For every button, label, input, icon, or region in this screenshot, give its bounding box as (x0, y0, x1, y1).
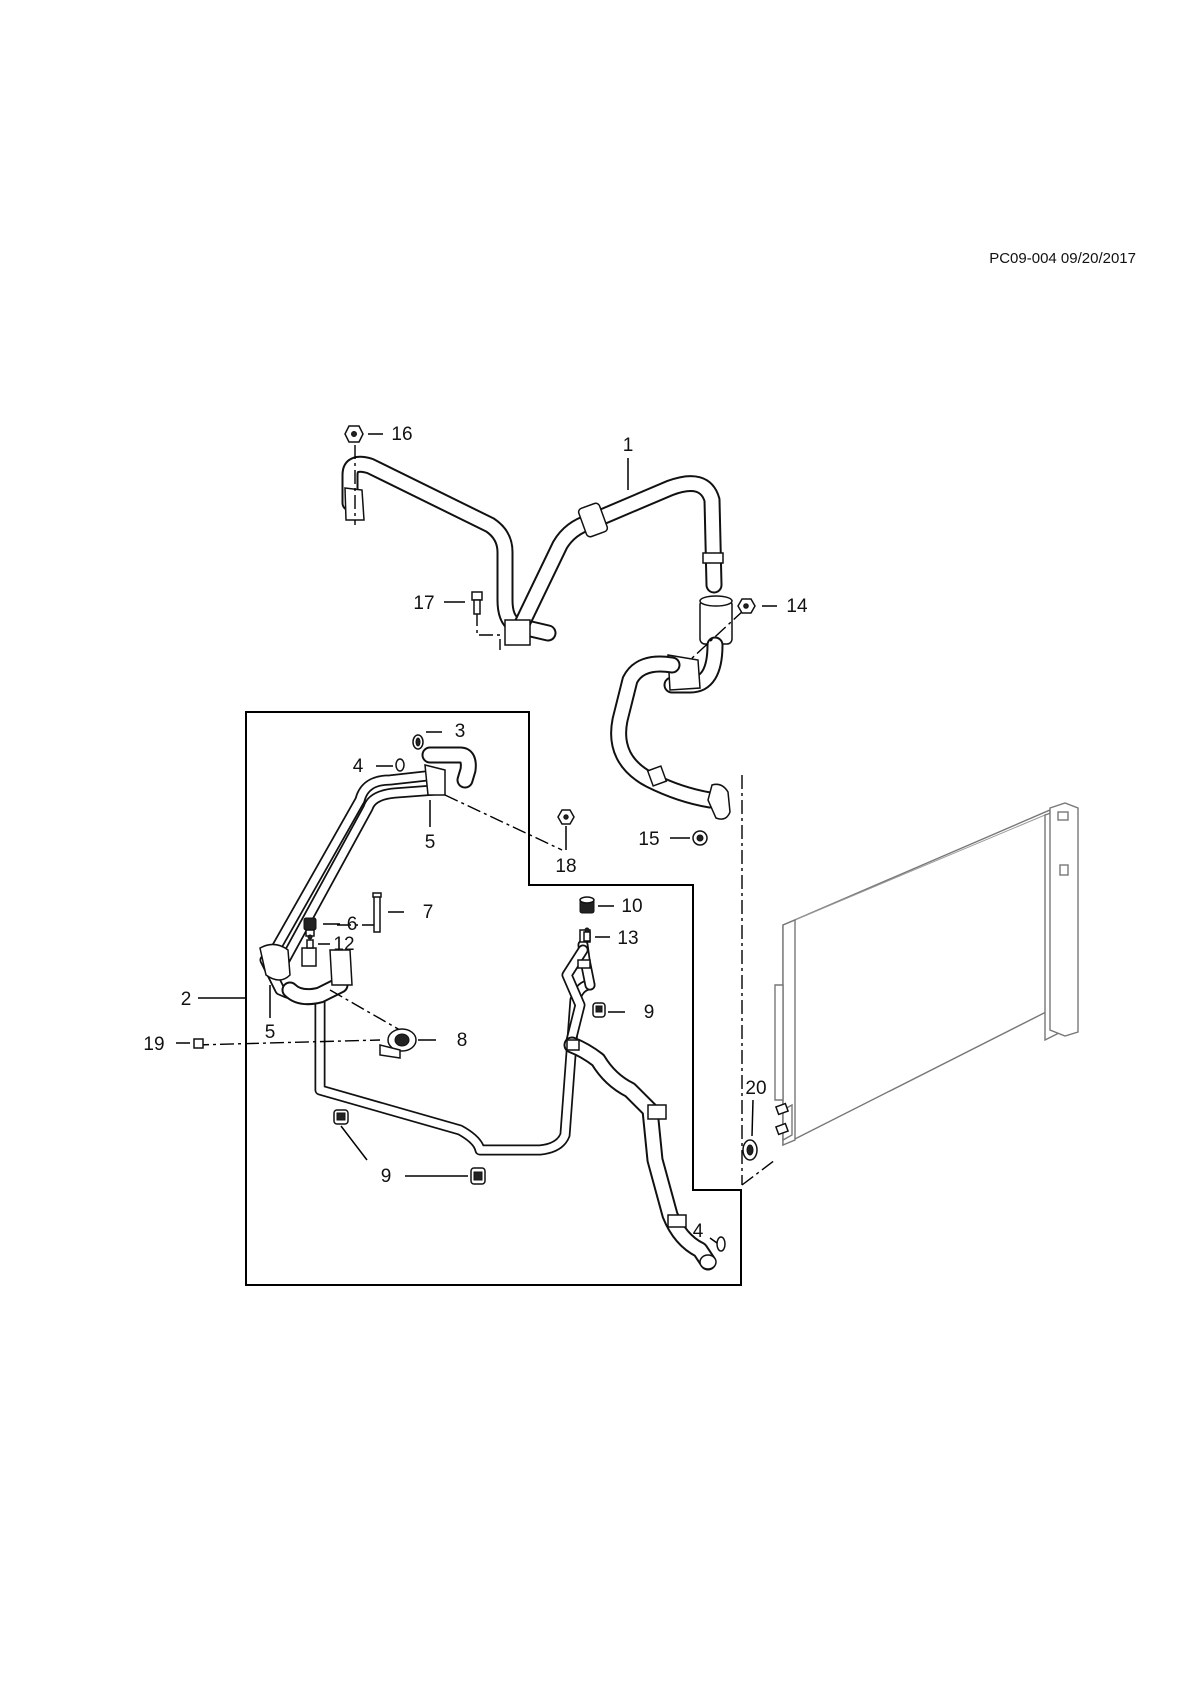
clip-9-lower (333, 1109, 486, 1185)
service-port-housing (329, 949, 353, 986)
leader-4b (709, 1237, 718, 1244)
callout-5a: 5 (425, 832, 436, 853)
outlet-fitting (707, 783, 731, 820)
callout-17: 17 (413, 593, 434, 614)
line-assembly-2 (259, 746, 717, 1271)
align-19 (194, 1039, 381, 1046)
upper-block-fitting (424, 764, 446, 796)
pin-7 (372, 892, 382, 933)
seal-20 (742, 1139, 758, 1161)
leader-9b-upper (340, 1125, 368, 1161)
hose-bracket (504, 619, 531, 646)
cap-10 (579, 896, 595, 914)
bolt-17 (471, 591, 483, 615)
valve-core-13 (583, 927, 591, 942)
condenser (774, 802, 1079, 1147)
callout-7: 7 (423, 902, 434, 923)
callout-12: 12 (333, 934, 354, 955)
valve-core-fitting (301, 947, 317, 967)
callout-9a: 9 (644, 1002, 655, 1023)
align-18 (444, 794, 563, 851)
nut-16 (344, 425, 364, 443)
callout-14: 14 (786, 596, 808, 617)
o-ring-4-lower (716, 1236, 726, 1252)
align-14 (689, 609, 745, 661)
callout-9b: 9 (381, 1166, 392, 1187)
clip-19 (193, 1038, 204, 1049)
callout-10: 10 (621, 896, 642, 917)
callout-5b: 5 (265, 1022, 276, 1043)
cap-6 (303, 917, 317, 937)
callout-20: 20 (745, 1078, 766, 1099)
hose-assembly-1 (341, 455, 733, 820)
pipe-joint (566, 1039, 580, 1051)
callout-3: 3 (455, 721, 466, 742)
align-17 (476, 612, 501, 650)
callout-13: 13 (617, 928, 638, 949)
nut-18 (557, 809, 575, 825)
hose-crimp-lower-b (667, 1214, 687, 1228)
hose-band (646, 765, 668, 787)
nut-14 (737, 598, 756, 614)
hose-crimp-lower-a (647, 1104, 667, 1120)
callout-1: 1 (623, 435, 634, 456)
lower-fitting-end (699, 1254, 717, 1270)
callout-6: 6 (347, 914, 358, 935)
hose-crimp (702, 552, 724, 564)
align-8 (329, 989, 401, 1031)
pipe-joint-upper (577, 959, 591, 969)
o-ring-3 (412, 734, 424, 750)
callout-19: 19 (143, 1034, 164, 1055)
muffler-cap (699, 595, 733, 607)
nut-15 (692, 830, 708, 846)
callout-2: 2 (181, 989, 192, 1010)
o-ring-4-upper (395, 758, 405, 772)
callout-18: 18 (555, 856, 576, 877)
callout-16: 16 (391, 424, 412, 445)
mid-block-fitting (259, 943, 291, 981)
valve-core-12 (306, 934, 314, 949)
callout-15: 15 (638, 829, 659, 850)
leader-20 (751, 1099, 754, 1137)
callout-4b: 4 (693, 1221, 704, 1242)
callout-4a: 4 (353, 756, 364, 777)
bracket-8 (379, 1028, 417, 1059)
hose-sleeve (577, 502, 609, 538)
clip-9-right (592, 1002, 606, 1018)
align-20 (741, 1159, 776, 1186)
diagram-reference-code: PC09-004 09/20/2017 (989, 250, 1136, 267)
assembly-2-frame (245, 711, 742, 1286)
callout-8: 8 (457, 1030, 468, 1051)
